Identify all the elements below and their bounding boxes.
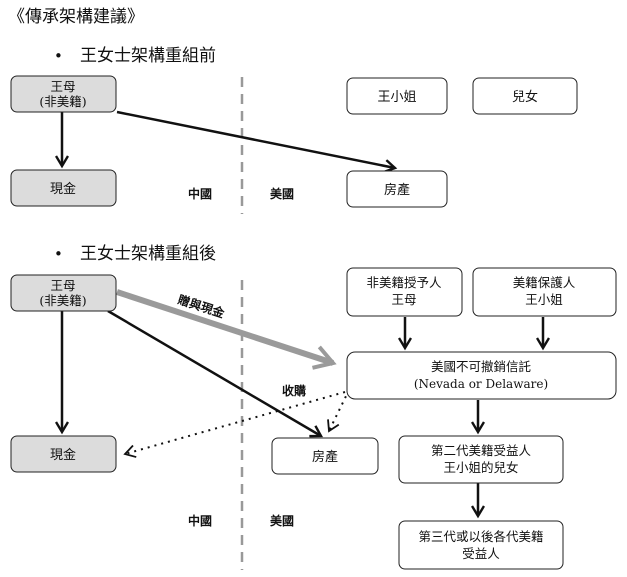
after-arrow-trust-purchase-property [327, 389, 350, 433]
after-gen3-role: 第三代或以後各代美籍 [418, 529, 543, 544]
after-arrow-mother-to-property [107, 309, 321, 436]
after-protector-role: 美籍保護人 [513, 275, 576, 290]
before-arrow-mother-to-property [116, 110, 395, 168]
after-node-mother: 王母 (非美籍) [10, 274, 117, 312]
after-mother-name: 王母 [50, 278, 75, 293]
after-node-trust: 美國不可撤銷信託 (Nevada or Delaware) [346, 351, 617, 400]
after-node-gen3-beneficiary: 第三代或以後各代美籍 受益人 [398, 520, 564, 570]
after-grantor-role: 非美籍授予人 [366, 275, 442, 290]
after-cash-label: 現金 [50, 447, 76, 463]
before-node-mother: 王母 (非美籍) [10, 75, 117, 113]
before-node-miss-wang: 王小姐 [346, 77, 448, 115]
before-children-label: 兒女 [512, 89, 538, 105]
after-heading: 王女士架構重組後 [80, 244, 216, 264]
before-node-children: 兒女 [472, 77, 578, 115]
after-label-purchase: 收購 [282, 383, 306, 398]
after-arrow-trust-to-cash [123, 391, 346, 458]
after-trust-name: 美國不可撤銷信託 [431, 359, 532, 374]
section-before: • 王女士架構重組前 王母 (非美籍) 現金 王小姐 兒女 房產 [10, 46, 578, 214]
before-mother-name: 王母 [50, 79, 75, 94]
after-label-usa: 美國 [270, 513, 294, 528]
after-trust-jurisdiction: (Nevada or Delaware) [414, 377, 548, 391]
after-gen2-role: 第二代美籍受益人 [431, 443, 532, 458]
before-node-cash: 現金 [10, 169, 117, 207]
after-property-label: 房產 [312, 449, 338, 465]
before-bullet: • [54, 47, 63, 65]
before-heading: 王女士架構重組前 [80, 46, 216, 66]
after-label-china: 中國 [188, 513, 212, 528]
after-node-grantor: 非美籍授予人 王母 [346, 267, 463, 317]
after-grantor-name: 王母 [391, 292, 416, 307]
after-node-protector: 美籍保護人 王小姐 [472, 267, 617, 317]
after-node-property: 房產 [271, 437, 379, 475]
after-gen3-name: 受益人 [462, 546, 500, 561]
before-property-label: 房產 [384, 182, 410, 198]
before-cash-label: 現金 [50, 181, 76, 197]
after-node-cash: 現金 [10, 435, 117, 473]
after-gen2-name: 王小姐的兒女 [443, 460, 518, 475]
before-label-usa: 美國 [270, 186, 294, 201]
diagram-title: 《傳承架構建議》 [8, 7, 144, 27]
before-node-property: 房產 [346, 170, 448, 208]
before-label-china: 中國 [188, 186, 212, 201]
before-mother-note: (非美籍) [39, 94, 86, 109]
after-mother-note: (非美籍) [39, 293, 86, 308]
after-node-gen2-beneficiary: 第二代美籍受益人 王小姐的兒女 [398, 435, 564, 484]
after-bullet: • [54, 245, 63, 263]
section-after: • 王女士架構重組後 王母 (非美籍) 現金 房產 非美籍授予人 [10, 244, 617, 570]
after-arrow-gift-cash [116, 289, 337, 370]
before-miss-wang-label: 王小姐 [377, 90, 416, 105]
after-protector-name: 王小姐 [525, 292, 563, 307]
